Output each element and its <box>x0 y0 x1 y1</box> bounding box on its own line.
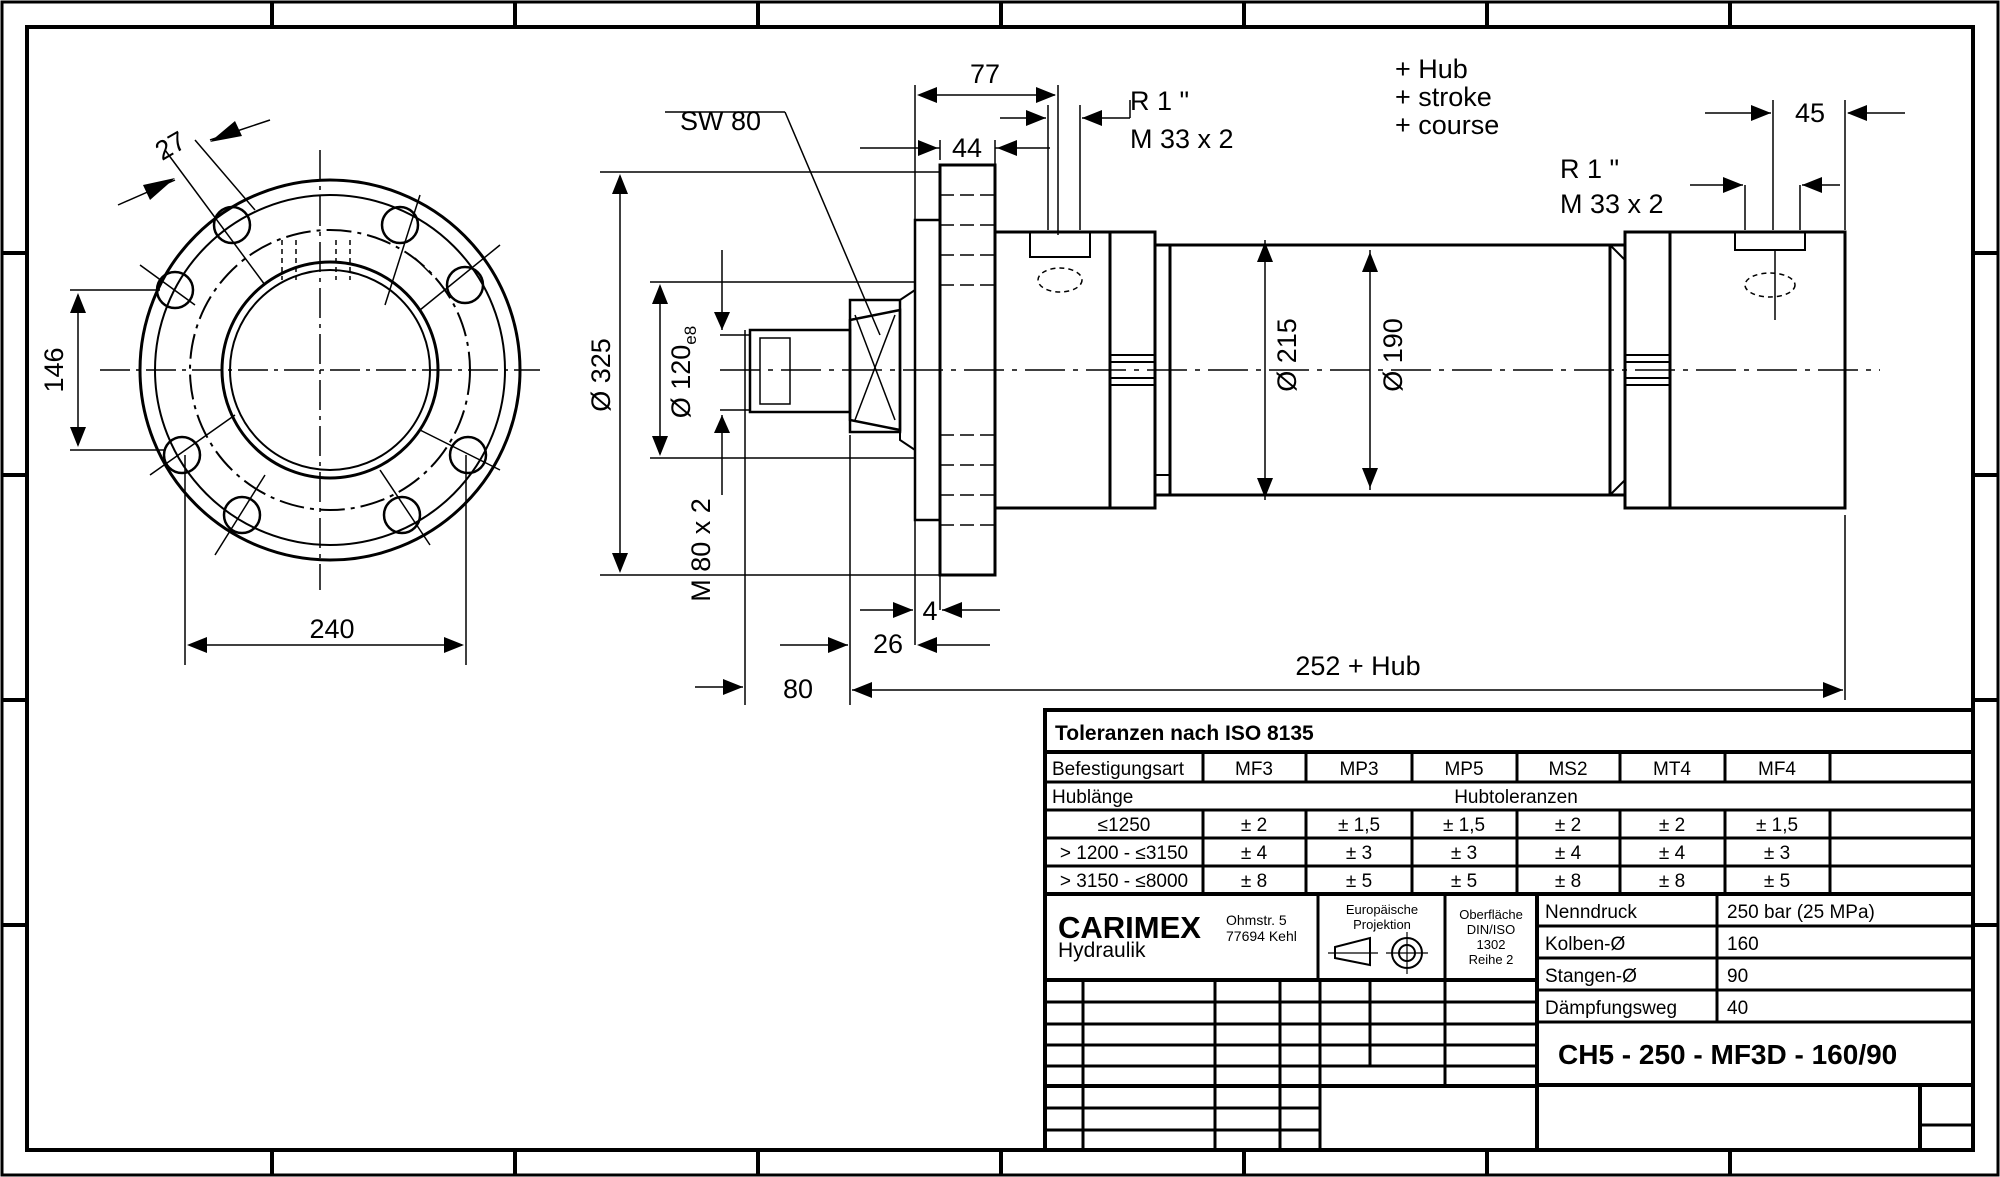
stroke-note-3: + course <box>1395 110 1499 140</box>
mount-mp5: MP5 <box>1444 759 1483 780</box>
wrench-size-label: SW 80 <box>680 106 761 136</box>
row3-val-mp3: ± 5 <box>1346 871 1372 892</box>
bolt-holes <box>155 205 488 535</box>
mount-mf3: MF3 <box>1235 759 1273 780</box>
row3-val-ms2: ± 8 <box>1555 871 1581 892</box>
surface-line-3: 1302 <box>1477 937 1506 952</box>
spec-value-rod: 90 <box>1727 966 1748 987</box>
mount-mt4: MT4 <box>1653 759 1691 780</box>
projection-line-1: Europäische <box>1346 902 1418 917</box>
row2-val-mf4: ± 3 <box>1764 843 1790 864</box>
row1-val-mt4: ± 2 <box>1659 815 1685 836</box>
dim-80: 80 <box>783 674 813 704</box>
row-range-3: > 3150 - ≤8000 <box>1060 871 1188 892</box>
overall-length-dim: 252 + Hub <box>1295 651 1420 681</box>
spec-label-pressure: Nenndruck <box>1545 902 1637 923</box>
row2-val-ms2: ± 4 <box>1555 843 1582 864</box>
row3-val-mt4: ± 8 <box>1659 871 1685 892</box>
mount-mf4: MF4 <box>1758 759 1796 780</box>
side-view <box>600 85 1905 705</box>
row1-val-ms2: ± 2 <box>1555 815 1581 836</box>
stroke-note-2: + stroke <box>1395 82 1492 112</box>
pilot-diameter-dim: Ø 120e8 <box>666 326 700 418</box>
part-number: CH5 - 250 - MF3D - 160/90 <box>1558 1039 1897 1070</box>
row-range-2: > 1200 - ≤3150 <box>1060 843 1188 864</box>
dim-26: 26 <box>873 629 903 659</box>
row2-val-mp3: ± 3 <box>1346 843 1372 864</box>
spec-value-pressure: 250 bar (25 MPa) <box>1727 902 1875 923</box>
tolerance-table-title: Toleranzen nach ISO 8135 <box>1055 722 1314 745</box>
projection-symbol-icon <box>1328 932 1428 974</box>
dim-44: 44 <box>952 133 982 163</box>
spec-value-piston: 160 <box>1727 934 1759 955</box>
front-view <box>70 119 540 665</box>
row-range-1: ≤1250 <box>1098 815 1151 836</box>
dim-77: 77 <box>970 59 1000 89</box>
row2-val-mp5: ± 3 <box>1451 843 1477 864</box>
spec-label-damping: Dämpfungsweg <box>1545 998 1677 1019</box>
row2-val-mt4: ± 4 <box>1659 843 1686 864</box>
pilot-diameter-label: Ø 120e8 <box>666 326 700 418</box>
spec-label-piston: Kolben-Ø <box>1545 934 1625 955</box>
spec-label-rod: Stangen-Ø <box>1545 966 1637 987</box>
dim-45: 45 <box>1795 98 1825 128</box>
row3-val-mp5: ± 5 <box>1451 871 1477 892</box>
tolerance-table-grid <box>1043 708 1975 1152</box>
stroke-tolerances-label: Hubtoleranzen <box>1454 787 1578 808</box>
row2-val-mf3: ± 4 <box>1241 843 1268 864</box>
thread-dim: M 80 x 2 <box>686 498 716 602</box>
mount-type-label: Befestigungsart <box>1052 759 1185 780</box>
port-left-line1: R 1 " <box>1130 86 1189 116</box>
stroke-length-label: Hublänge <box>1052 787 1133 808</box>
row3-val-mf4: ± 5 <box>1764 871 1790 892</box>
mount-ms2: MS2 <box>1548 759 1587 780</box>
company-address-2: 77694 Kehl <box>1226 928 1297 944</box>
front-arrowheads <box>70 121 464 653</box>
row3-val-mf3: ± 8 <box>1241 871 1267 892</box>
port-right-line2: M 33 x 2 <box>1560 189 1664 219</box>
stroke-note-1: + Hub <box>1395 54 1468 84</box>
row1-val-mf3: ± 2 <box>1241 815 1267 836</box>
flange-diameter-dim: Ø 325 <box>586 338 616 412</box>
tube-diameter-dim: Ø 215 <box>1272 318 1302 392</box>
dim-4: 4 <box>922 596 937 626</box>
company-sub: Hydraulik <box>1058 939 1146 962</box>
surface-line-4: Reihe 2 <box>1469 952 1514 967</box>
side-arrowheads <box>612 87 1867 698</box>
front-bolt-circle-dim: 240 <box>309 614 354 644</box>
row1-val-mp5: ± 1,5 <box>1443 815 1485 836</box>
row1-val-mp3: ± 1,5 <box>1338 815 1380 836</box>
company-name: CARIMEX <box>1058 910 1201 945</box>
front-dimension-lines <box>70 119 467 665</box>
port-right-line1: R 1 " <box>1560 154 1619 184</box>
port-left-line2: M 33 x 2 <box>1130 124 1234 154</box>
pilot-tolerance-text: e8 <box>681 326 700 345</box>
company-address-1: Ohmstr. 5 <box>1226 912 1287 928</box>
pilot-diameter-text: Ø 120 <box>666 345 696 419</box>
projection-line-2: Projektion <box>1353 917 1411 932</box>
surface-line-1: Oberfläche <box>1459 907 1523 922</box>
spec-value-damping: 40 <box>1727 998 1748 1019</box>
bore-diameter-dim: Ø 190 <box>1378 318 1408 392</box>
front-hole-spacing-dim: 146 <box>39 347 69 392</box>
mount-mp3: MP3 <box>1339 759 1378 780</box>
surface-line-2: DIN/ISO <box>1467 922 1515 937</box>
row1-val-mf4: ± 1,5 <box>1756 815 1798 836</box>
front-bolt-hole-dim: 27 <box>150 125 191 166</box>
